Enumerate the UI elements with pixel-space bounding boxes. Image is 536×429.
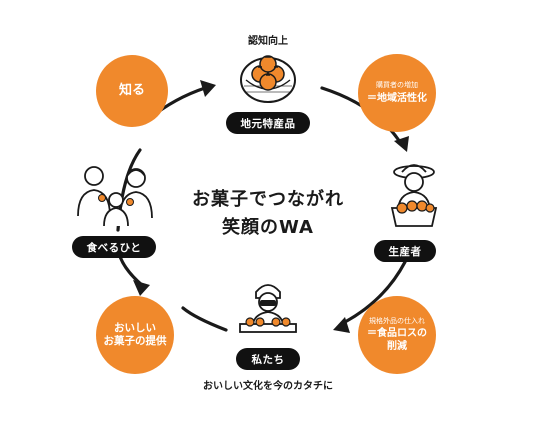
circle-regional-revitalization: 購買者の増加 ＝地域活性化 (358, 54, 436, 132)
pill-eaters: 食べるひと (72, 236, 156, 258)
circle-irregular-purchase: 規格外品の仕入れ (369, 316, 425, 325)
circle-provide-line2: お菓子の提供 (103, 335, 167, 347)
circle-buyers-increase: 購買者の増加 (376, 80, 418, 89)
circle-know-label: 知る (118, 82, 145, 98)
family-eating-icon (77, 166, 153, 227)
circle-food-loss-line1: ＝食品ロスの (367, 328, 427, 340)
center-title-line1: お菓子でつながれ (192, 189, 344, 210)
caption-awareness: 認知向上 (248, 36, 288, 47)
persimmon-basket-icon (240, 55, 296, 103)
center-title-line2: 笑顔のWA (222, 217, 314, 238)
circle-know: 知る (96, 55, 168, 127)
arrowhead-1 (200, 80, 216, 97)
arrowhead-4 (133, 280, 150, 296)
center-title: お菓子でつながれ 笑顔のWA (168, 186, 368, 242)
confectioner-worker-icon (239, 284, 297, 333)
arrowhead-2 (394, 136, 409, 152)
circle-food-loss-line2: 削減 (387, 340, 407, 352)
caption-culture: おいしい文化を今のカタチに (203, 381, 333, 392)
pill-producer: 生産者 (374, 240, 436, 262)
arrow-us-to-sweets (181, 306, 228, 332)
arrowhead-3 (333, 317, 350, 333)
arrow-producer-to-us (343, 260, 407, 324)
circle-provide-line1: おいしい (114, 321, 156, 334)
circle-revitalization: ＝地域活性化 (367, 92, 427, 104)
circle-food-loss: 規格外品の仕入れ ＝食品ロスの 削減 (358, 296, 436, 374)
pill-local-product: 地元特産品 (226, 112, 310, 134)
pill-us: 私たち (236, 348, 300, 370)
farmer-with-basket-icon (390, 164, 438, 227)
circle-provide-sweets: おいしい お菓子の提供 (96, 296, 174, 374)
